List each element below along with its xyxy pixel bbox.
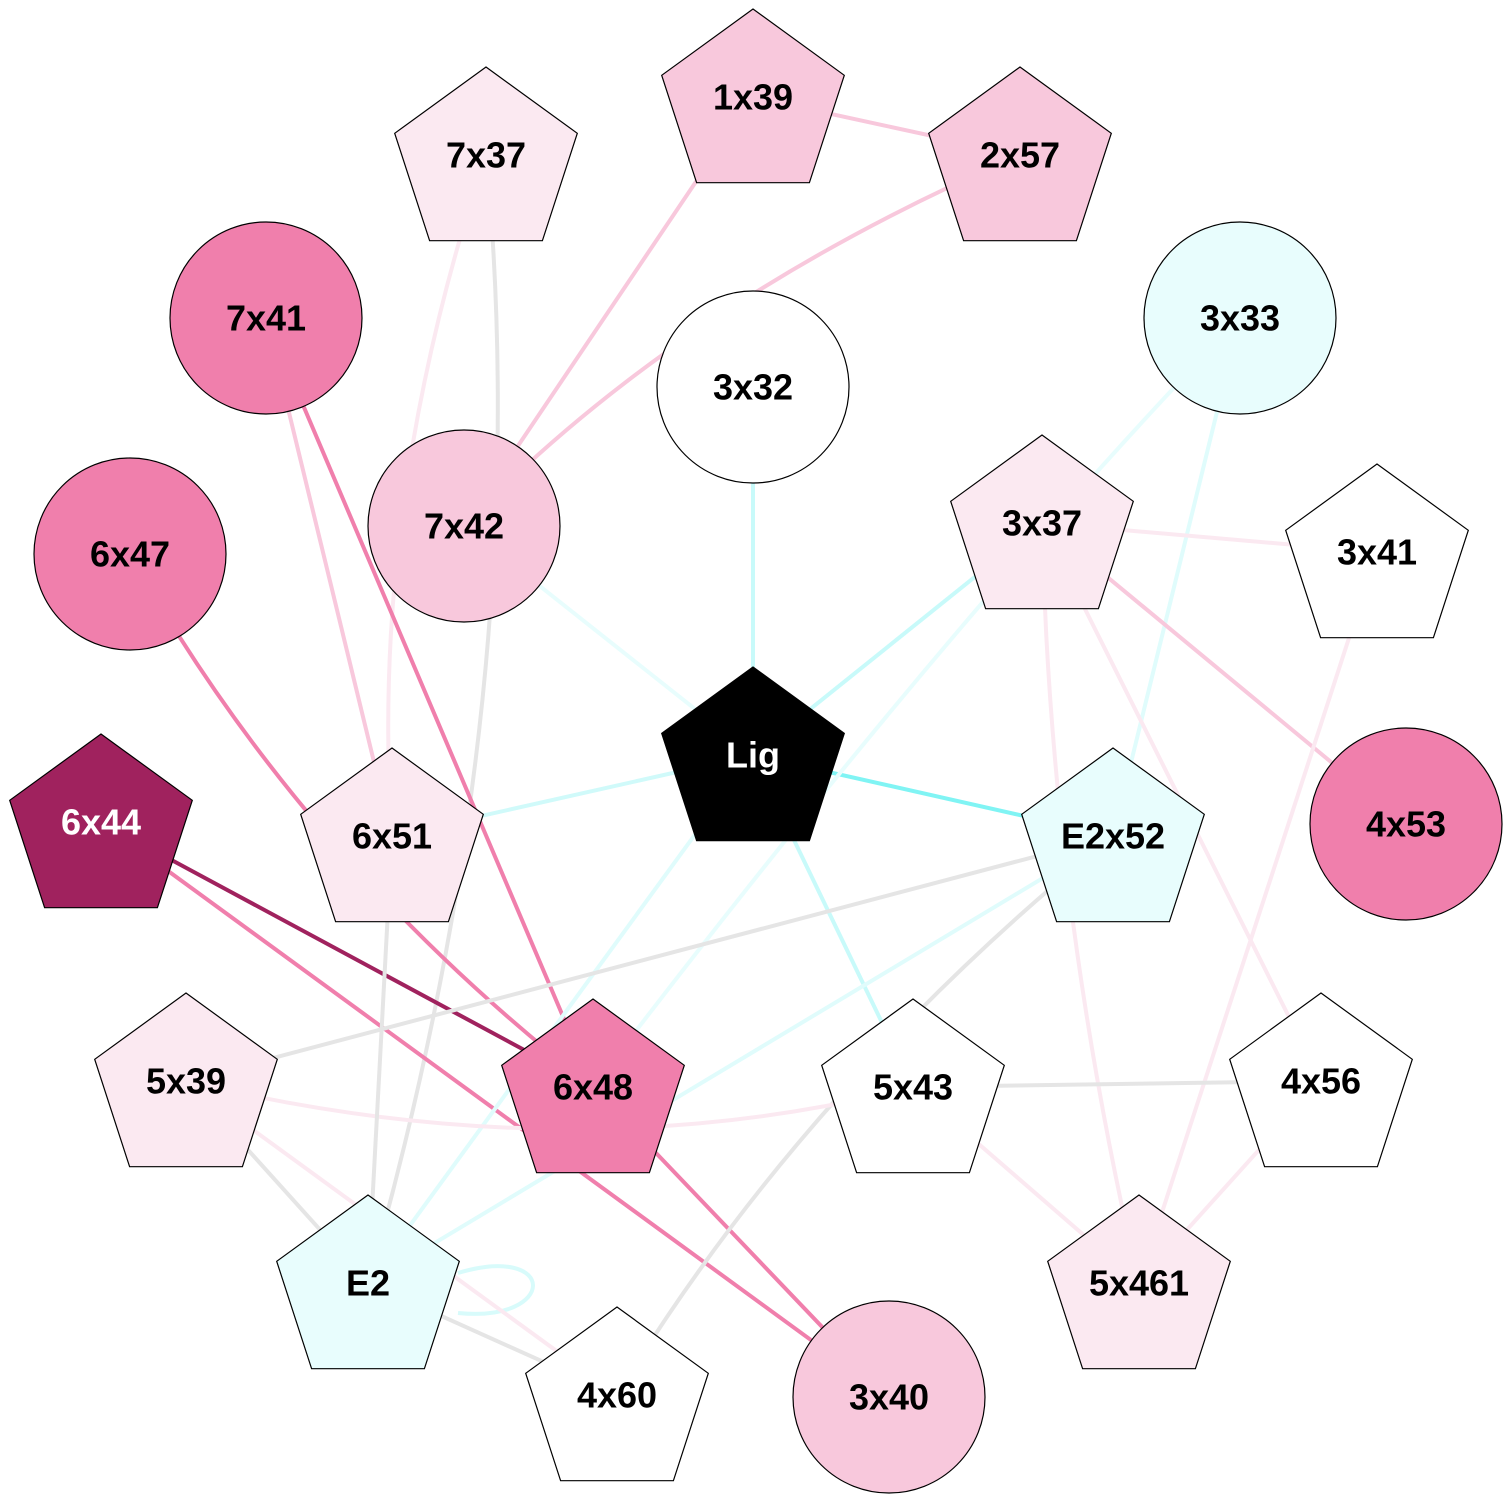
- node-6x51[interactable]: 6x51: [299, 747, 485, 923]
- node-circle-shape: [33, 457, 227, 651]
- node-circle-shape: [792, 1300, 986, 1494]
- node-label: 5x43: [873, 1067, 953, 1108]
- node-pentagon-shape: [660, 666, 846, 842]
- node-6x44[interactable]: 6x44: [8, 733, 194, 909]
- nodes-layer: Lig 3x32 1x39 2x57 7x37 7x41 3x33 7x42 3x37 6x47 3…: [8, 8, 1503, 1494]
- node-7x41[interactable]: 7x41: [169, 221, 363, 415]
- node-circle-shape: [1309, 727, 1503, 921]
- node-5x43[interactable]: 5x43: [820, 998, 1006, 1174]
- node-3x33[interactable]: 3x33: [1143, 221, 1337, 415]
- node-4x53[interactable]: 4x53: [1309, 727, 1503, 921]
- node-pentagon-shape: [8, 733, 194, 909]
- node-label: E2: [346, 1263, 390, 1304]
- node-pentagon-shape: [1228, 992, 1414, 1168]
- node-4x60[interactable]: 4x60: [524, 1306, 710, 1482]
- edge-E2x52-E2: [366, 834, 1115, 1285]
- edge-Lig-E2: [366, 753, 755, 1285]
- node-5x461[interactable]: 5x461: [1046, 1194, 1232, 1370]
- edge-E2x52-5x39: [185, 834, 1114, 1083]
- node-label: 4x60: [577, 1375, 657, 1416]
- node-label: 5x461: [1089, 1263, 1189, 1304]
- node-label: E2x52: [1061, 816, 1165, 857]
- node-pentagon-shape: [949, 434, 1135, 610]
- node-4x56[interactable]: 4x56: [1228, 992, 1414, 1168]
- edge-7x37-E2: [366, 154, 500, 1284]
- node-label: 4x53: [1366, 804, 1446, 845]
- node-6x48[interactable]: 6x48: [500, 998, 686, 1174]
- node-pentagon-shape: [660, 8, 846, 184]
- node-circle-shape: [656, 290, 850, 484]
- node-pentagon-shape: [820, 998, 1006, 1174]
- node-pentagon-shape: [93, 992, 279, 1168]
- node-label: 7x42: [424, 506, 504, 547]
- node-label: 7x37: [446, 135, 526, 176]
- edge-7x41-6x48: [264, 317, 595, 1088]
- node-label: 6x47: [90, 534, 170, 575]
- node-pentagon-shape: [1020, 747, 1206, 923]
- node-label: 4x56: [1281, 1061, 1361, 1102]
- edge-6x44-6x48: [100, 820, 594, 1089]
- node-label: 7x41: [226, 298, 306, 339]
- node-pentagon-shape: [1046, 1194, 1232, 1370]
- node-pentagon-shape: [1284, 463, 1470, 639]
- node-3x41[interactable]: 3x41: [1284, 463, 1470, 639]
- node-7x37[interactable]: 7x37: [393, 66, 579, 242]
- node-label: 3x37: [1002, 503, 1082, 544]
- node-5x39[interactable]: 5x39: [93, 992, 279, 1168]
- edge-3x33-6x48: [591, 316, 1242, 1089]
- node-pentagon-shape: [299, 747, 485, 923]
- node-3x32[interactable]: 3x32: [656, 290, 850, 484]
- node-circle-shape: [1143, 221, 1337, 415]
- node-label: 3x33: [1200, 298, 1280, 339]
- node-E2[interactable]: E2: [275, 1194, 461, 1370]
- node-label: 5x39: [146, 1061, 226, 1102]
- node-label: 6x44: [61, 802, 141, 843]
- node-circle-shape: [367, 429, 561, 623]
- node-pentagon-shape: [500, 998, 686, 1174]
- node-label: 2x57: [980, 135, 1060, 176]
- node-pentagon-shape: [275, 1194, 461, 1370]
- node-label: 3x40: [849, 1377, 929, 1418]
- node-pentagon-shape: [927, 66, 1113, 242]
- edge-E2-E2: [457, 1264, 535, 1316]
- node-7x42[interactable]: 7x42: [367, 429, 561, 623]
- node-label: Lig: [726, 735, 780, 776]
- edge-3x41-5x461: [1137, 551, 1379, 1284]
- node-3x37[interactable]: 3x37: [949, 434, 1135, 610]
- node-label: 6x48: [553, 1067, 633, 1108]
- node-E2x52[interactable]: E2x52: [1020, 747, 1206, 923]
- node-circle-shape: [169, 221, 363, 415]
- node-6x47[interactable]: 6x47: [33, 457, 227, 651]
- node-3x40[interactable]: 3x40: [792, 1300, 986, 1494]
- node-label: 6x51: [352, 816, 432, 857]
- node-label: 3x32: [713, 367, 793, 408]
- node-label: 1x39: [713, 77, 793, 118]
- node-pentagon-shape: [524, 1306, 710, 1482]
- node-pentagon-shape: [393, 66, 579, 242]
- node-1x39[interactable]: 1x39: [660, 8, 846, 184]
- node-label: 3x41: [1337, 532, 1417, 573]
- node-Lig[interactable]: Lig: [660, 666, 846, 842]
- node-2x57[interactable]: 2x57: [927, 66, 1113, 242]
